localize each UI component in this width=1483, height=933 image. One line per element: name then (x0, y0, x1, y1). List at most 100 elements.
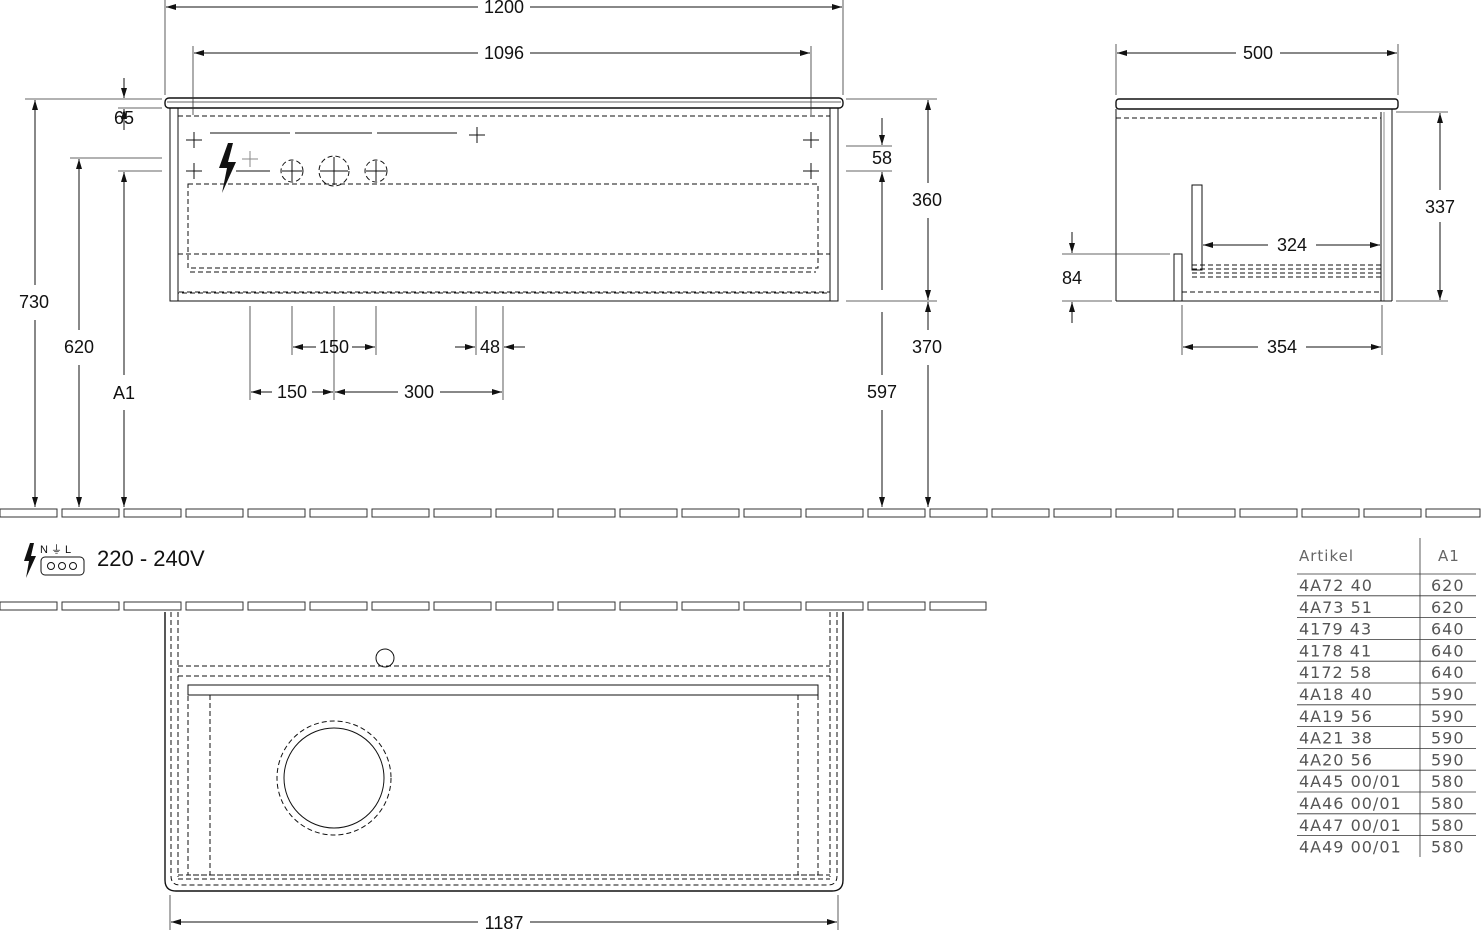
table-row-article: 4A46 00/01 (1299, 794, 1402, 813)
electrical-bolt-small-icon (24, 543, 36, 578)
dim-countertop-thickness: 65 (114, 108, 134, 128)
table-row-a1: 580 (1431, 794, 1465, 813)
floor-tile (1053, 508, 1112, 518)
floor-strip-bottom (0, 601, 987, 611)
floor-tile (743, 601, 802, 611)
floor-tile (61, 508, 120, 518)
dim-height-620: 620 (64, 337, 94, 357)
floor-tile (867, 508, 926, 518)
table-row-article: 4A47 00/01 (1299, 816, 1402, 835)
table-row-a1: 620 (1431, 598, 1465, 617)
floor-tile (433, 601, 492, 611)
floor-tile (1177, 508, 1236, 518)
dim-total-height: 730 (19, 292, 49, 312)
dim-side-inner-height: 337 (1425, 197, 1455, 217)
front-drawer-outline (187, 183, 819, 269)
table-header-a1: A1 (1438, 547, 1460, 565)
table-row-article: 4A72 40 (1299, 576, 1373, 595)
table-row-article: 4A18 40 (1299, 685, 1373, 704)
floor-tile (557, 601, 616, 611)
floor-tile (681, 508, 740, 518)
siphon-cutout-inner (283, 727, 385, 829)
table-row-a1: 640 (1431, 663, 1465, 682)
floor-tile (805, 508, 864, 518)
table-row-article: 4A45 00/01 (1299, 772, 1402, 791)
floor-tile (371, 601, 430, 611)
electrical-connection: N ⏚ L 220 - 240V (24, 543, 205, 578)
table-row-article: 4178 41 (1299, 641, 1372, 660)
floor-tile (495, 601, 554, 611)
table-row-article: 4A20 56 (1299, 750, 1373, 769)
side-view: 500 337 324 84 354 (1062, 43, 1455, 357)
floor-tile (929, 601, 987, 611)
voltage-label: 220 - 240V (97, 546, 205, 571)
top-view: 1187 (164, 612, 844, 933)
table-header-article: Artikel (1299, 547, 1354, 565)
table-row-a1: 580 (1431, 816, 1465, 835)
floor-tile (681, 601, 740, 611)
table-row-article: 4172 58 (1299, 663, 1372, 682)
table-row-a1: 590 (1431, 685, 1465, 704)
floor-tile (309, 601, 368, 611)
floor-tile (805, 601, 864, 611)
table-row-a1: 620 (1431, 576, 1465, 595)
floor-tile (1425, 508, 1481, 518)
dim-height-a1: A1 (113, 383, 135, 403)
front-cross-markers (186, 127, 819, 179)
floor-tile (123, 601, 182, 611)
floor-tile (867, 601, 926, 611)
overflow-hole (375, 648, 395, 668)
front-view: 1200 1096 65 730 620 A1 360 58 370 (19, 0, 942, 507)
floor-tile (247, 601, 306, 611)
dim-height-58: 58 (872, 148, 892, 168)
floor-tile (1301, 508, 1360, 518)
floor-tile (743, 508, 802, 518)
dim-cabinet-height: 360 (912, 190, 942, 210)
table-row-article: 4A19 56 (1299, 707, 1373, 726)
floor-tile (185, 508, 244, 518)
article-table: Artikel A1 4A72 40 620 4A73 51 620 4179 43 64… (1297, 538, 1476, 857)
dim-spacing-150-lower: 150 (277, 382, 307, 402)
floor-tile (619, 601, 678, 611)
floor-tile (0, 601, 58, 611)
dim-side-depth-354: 354 (1267, 337, 1297, 357)
floor-tile (1115, 508, 1174, 518)
electrical-bolt-icon (219, 143, 236, 193)
floor-tile (185, 601, 244, 611)
table-row-article: 4A49 00/01 (1299, 838, 1402, 857)
top-view-outline (164, 612, 844, 892)
dim-height-597: 597 (867, 382, 897, 402)
terminal-block-icon (40, 556, 85, 576)
front-countertop (164, 97, 844, 109)
dim-spacing-300: 300 (404, 382, 434, 402)
front-cabinet-body (169, 107, 839, 302)
floor-tile (1239, 508, 1298, 518)
floor-tile (309, 508, 368, 518)
dim-height-370: 370 (912, 337, 942, 357)
floor-tile (123, 508, 182, 518)
table-row-a1: 590 (1431, 750, 1465, 769)
table-row-a1: 640 (1431, 620, 1465, 639)
table-row-a1: 590 (1431, 707, 1465, 726)
table-row-a1: 640 (1431, 641, 1465, 660)
floor-tile (619, 508, 678, 518)
floor-tile (0, 508, 58, 518)
floor-tile (991, 508, 1050, 518)
table-row-article: 4179 43 (1299, 620, 1372, 639)
table-row-a1: 590 (1431, 729, 1465, 748)
dim-bottom-width: 1187 (485, 913, 524, 933)
dim-spacing-150-upper: 150 (319, 337, 349, 357)
table-row-a1: 580 (1431, 838, 1465, 857)
dim-top-width: 1200 (484, 0, 524, 17)
floor-tile (495, 508, 554, 518)
siphon-cutout-outer (276, 720, 392, 836)
floor-tile (557, 508, 616, 518)
dim-side-height-84: 84 (1062, 268, 1082, 288)
front-pipe-outlets (280, 155, 388, 187)
table-row-article: 4A73 51 (1299, 598, 1373, 617)
dim-spacing-48: 48 (480, 337, 500, 357)
floor-tile (371, 508, 430, 518)
side-countertop (1115, 98, 1399, 110)
floor-tile (433, 508, 492, 518)
